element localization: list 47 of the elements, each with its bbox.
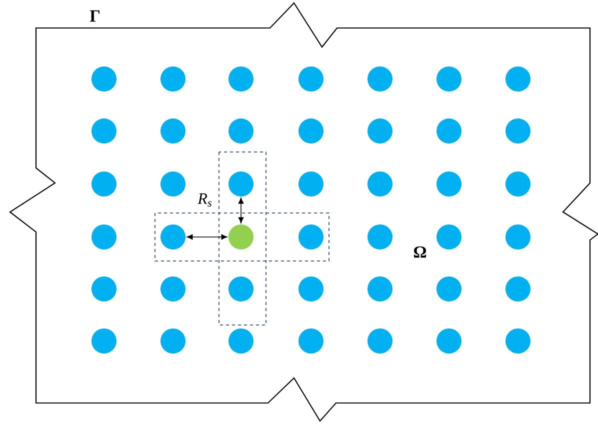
dot <box>436 172 462 196</box>
dot <box>436 224 462 250</box>
arrow <box>186 234 228 240</box>
dot <box>92 172 116 196</box>
dot <box>160 276 186 302</box>
symbol-label: Ω <box>414 246 426 258</box>
dot <box>228 172 254 196</box>
dot <box>228 66 254 92</box>
symbol-label: Γ <box>90 10 100 22</box>
dot <box>160 118 186 144</box>
dot <box>506 276 530 302</box>
dot <box>368 276 392 302</box>
dot <box>298 276 324 302</box>
dot <box>298 224 324 250</box>
dot <box>228 224 254 250</box>
dot <box>436 328 462 354</box>
dot <box>92 118 116 144</box>
dot <box>92 276 116 302</box>
dot <box>506 224 530 250</box>
dot <box>228 118 254 144</box>
symbol-label: R$_{s}$ <box>198 193 212 207</box>
dot <box>506 66 530 92</box>
dot <box>368 172 392 196</box>
dot <box>160 224 186 250</box>
dot <box>228 328 254 354</box>
dot <box>368 118 392 144</box>
dot <box>368 328 392 354</box>
dot <box>228 276 254 302</box>
dot <box>506 172 530 196</box>
arrow <box>238 198 244 224</box>
dot <box>368 66 392 92</box>
dot <box>298 328 324 354</box>
dot <box>368 224 392 250</box>
dot <box>506 118 530 144</box>
dot <box>160 328 186 354</box>
dot <box>92 66 116 92</box>
dot <box>436 66 462 92</box>
dot <box>298 172 324 196</box>
dot <box>436 118 462 144</box>
dot <box>160 66 186 92</box>
dot <box>436 276 462 302</box>
dot <box>160 172 186 196</box>
dot <box>92 328 116 354</box>
dot <box>298 118 324 144</box>
dot <box>298 66 324 92</box>
dot <box>506 328 530 354</box>
dot <box>92 224 116 250</box>
